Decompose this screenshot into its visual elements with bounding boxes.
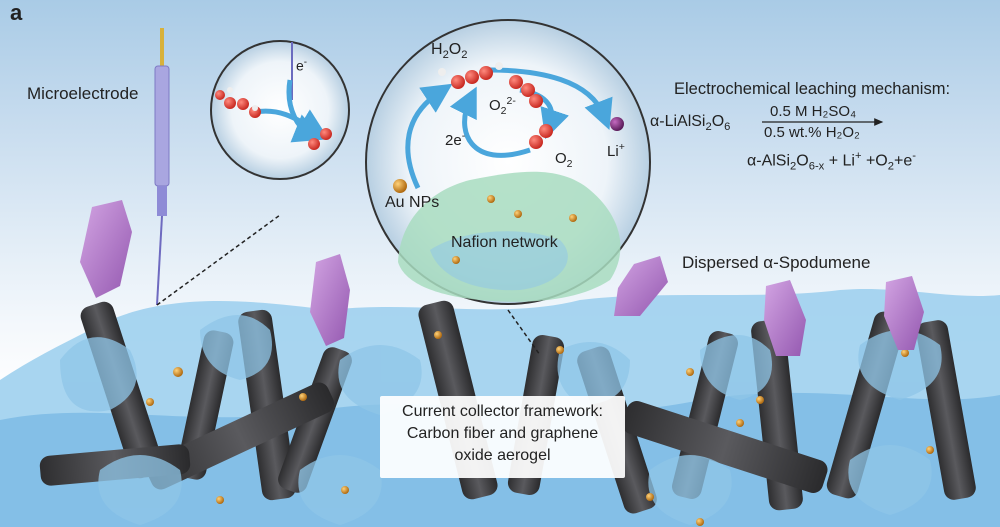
- lithium-ion-sphere-icon: [610, 117, 624, 131]
- current-collector-caption: Current collector framework: Carbon fibe…: [380, 401, 625, 467]
- current-collector-line1: Current collector framework:: [402, 403, 603, 420]
- current-collector-box: [380, 396, 625, 478]
- au-nps-label: Au NPs: [385, 194, 440, 211]
- h2o2-label: H2O2: [431, 41, 468, 62]
- two-electron-label: 2e-: [445, 130, 466, 149]
- mechanism-reactant: α-LiAlSi2O6: [650, 113, 731, 134]
- oxygen-label: O2: [555, 150, 573, 170]
- mechanism-product: α-AlSi2O6-x + Li+ +O2+e-: [747, 150, 916, 173]
- spodumene-crystals: [80, 46, 924, 356]
- current-collector-line2: Carbon fiber and graphene: [406, 425, 599, 442]
- microelectrode-probe-icon: [154, 28, 170, 306]
- microelectrode-label: Microelectrode: [27, 84, 139, 103]
- nafion-network-label: Nafion network: [451, 234, 558, 251]
- lithium-ion-label: Li+: [607, 141, 625, 160]
- panel-letter: a: [10, 0, 23, 25]
- mechanism-condition-bottom: 0.5 wt.% H₂O₂: [764, 124, 860, 141]
- superoxide-label: O22-: [489, 95, 516, 117]
- mechanism-condition-top: 0.5 M H₂SO₄: [770, 103, 857, 120]
- current-collector-line3: oxide aerogel: [454, 447, 551, 464]
- zoom-circle-small: [210, 40, 350, 180]
- dispersed-spodumene-label: Dispersed α-Spodumene: [682, 253, 871, 272]
- gold-nanoparticles: [146, 331, 934, 526]
- zoom-circle-large: [365, 19, 651, 305]
- electron-label: e-: [296, 57, 308, 74]
- mechanism-title: Electrochemical leaching mechanism:: [674, 80, 951, 98]
